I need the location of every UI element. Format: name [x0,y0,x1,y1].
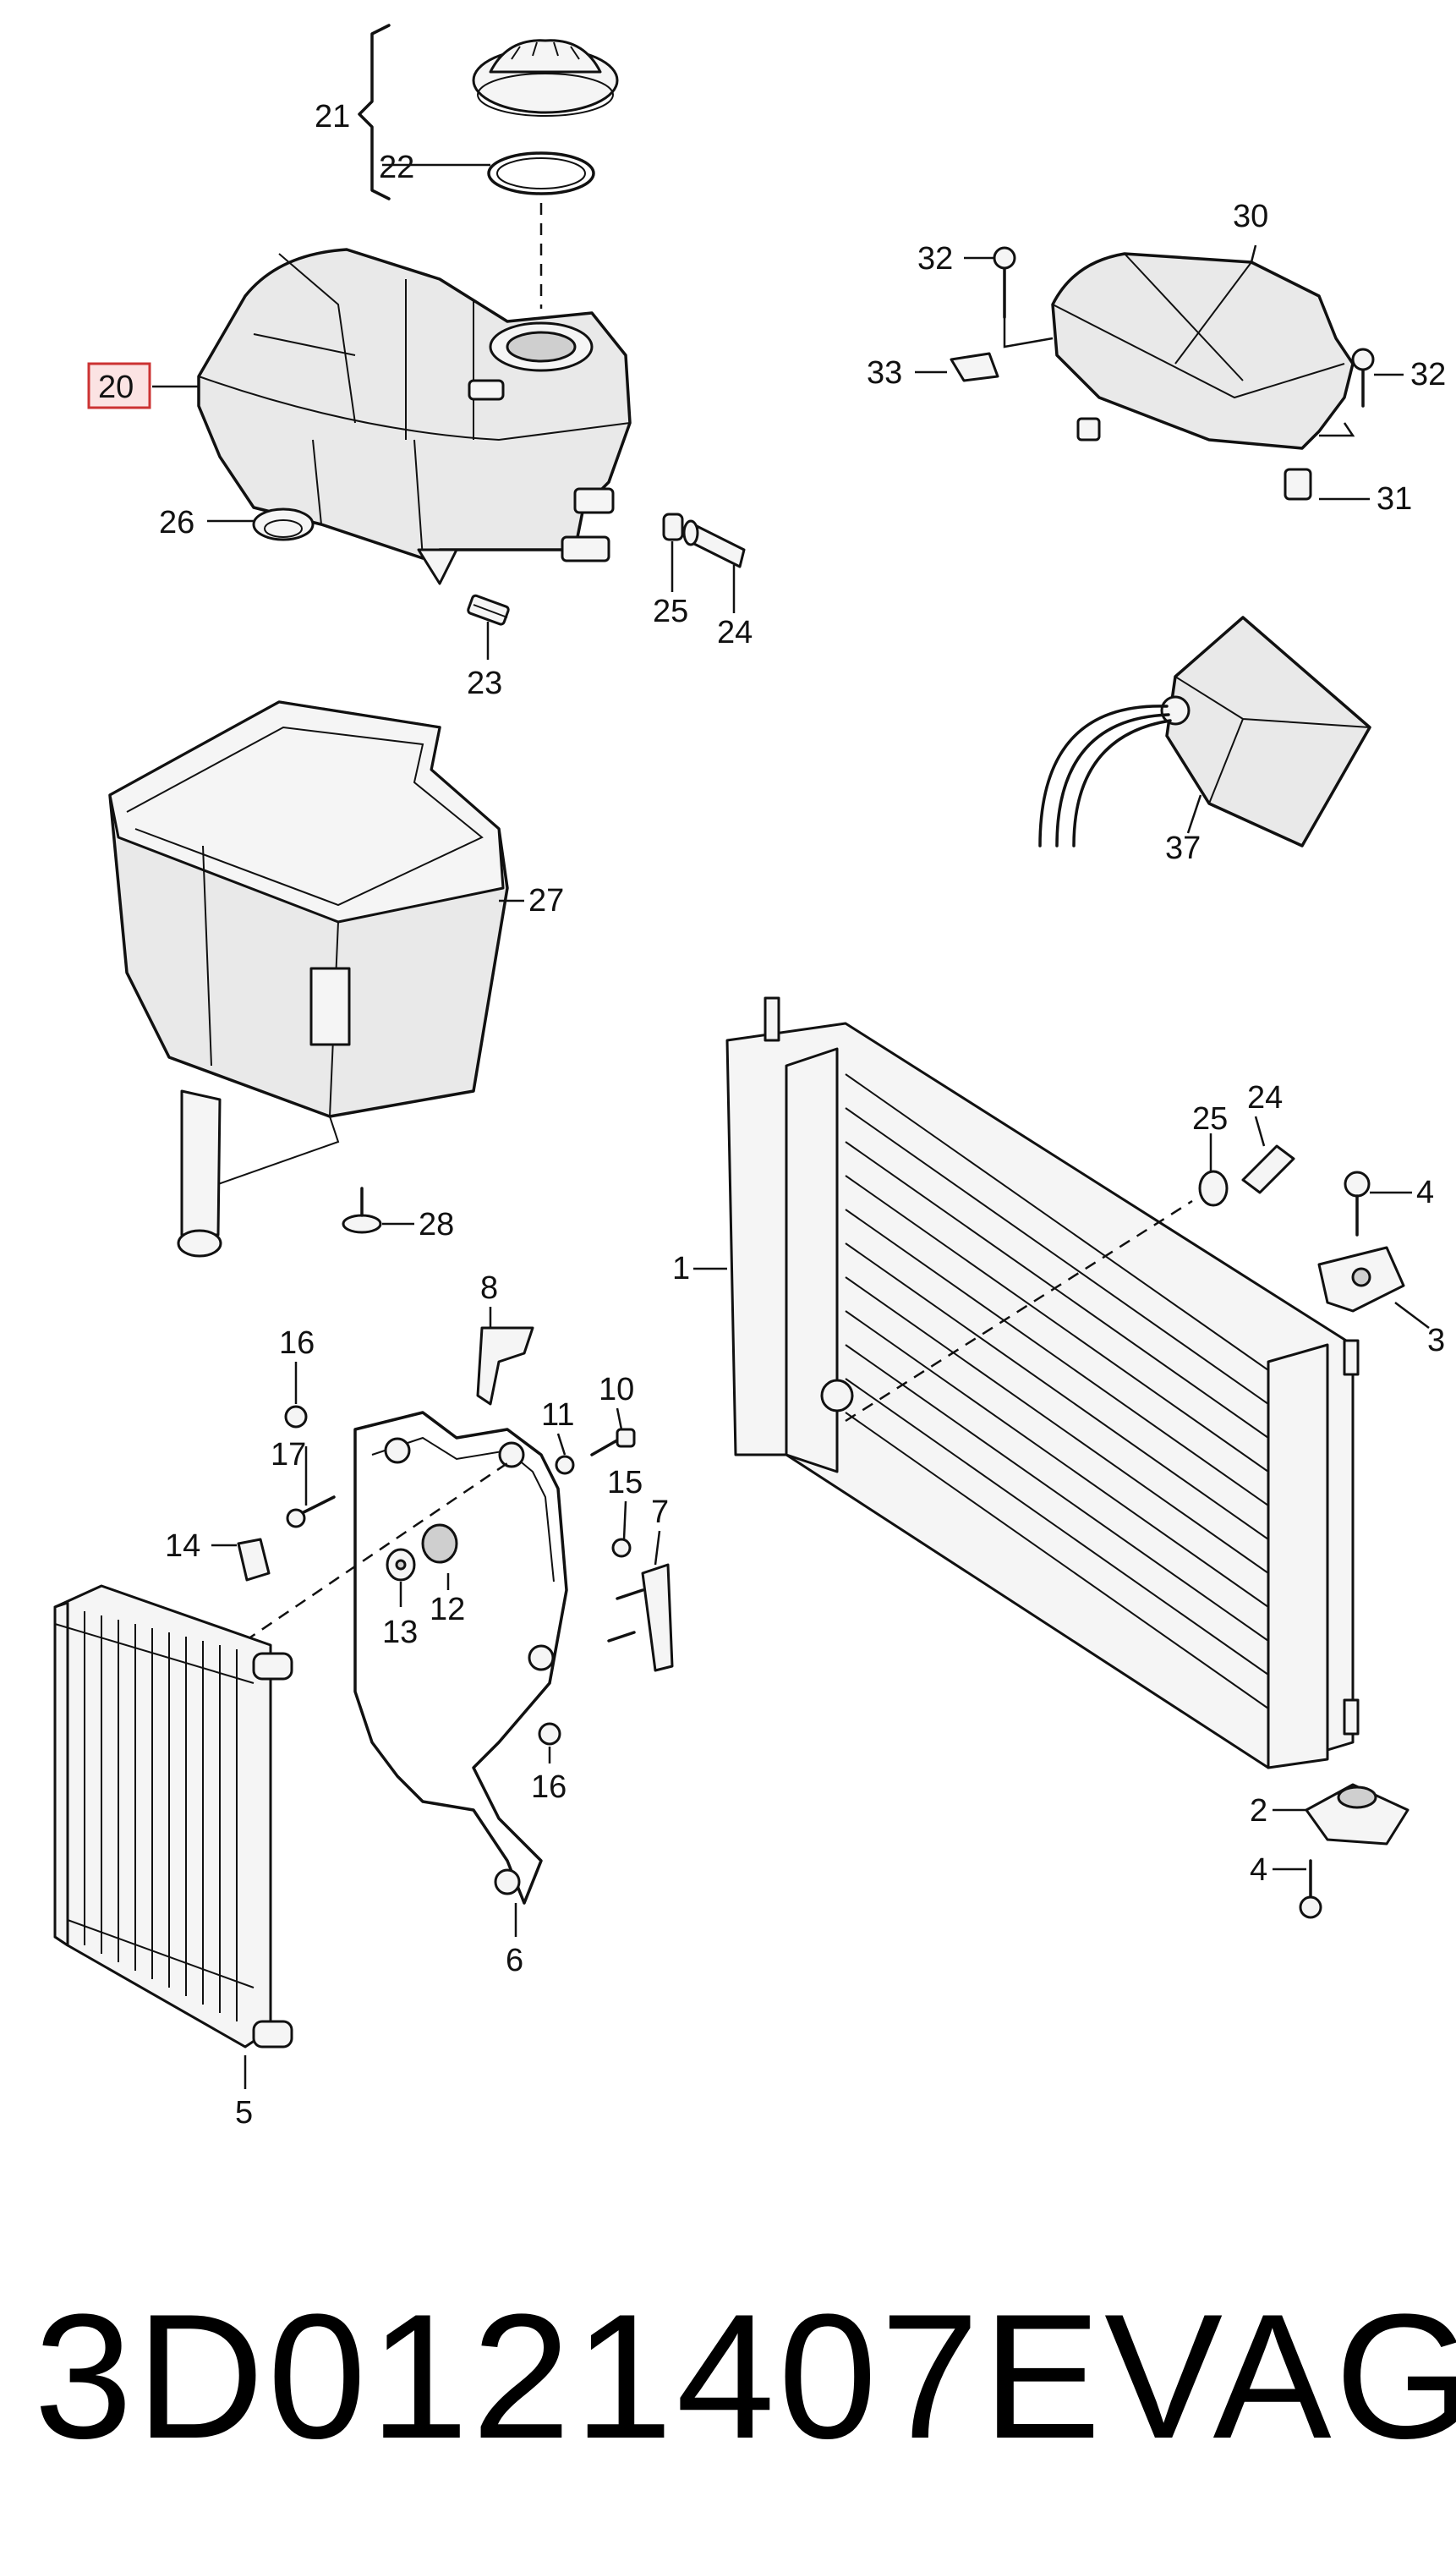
callout-32b: 32 [1410,357,1446,392]
seal-ring-shape [487,151,595,195]
callout-25a: 25 [653,594,688,629]
callout-13: 13 [382,1615,418,1650]
callout-16b: 16 [531,1769,567,1805]
callout-31: 31 [1377,481,1412,517]
callout-30: 30 [1233,199,1268,234]
callout-12: 12 [430,1592,465,1627]
expansion-tank-group [152,24,746,660]
callout-17: 17 [271,1437,306,1473]
filler-cap-shape [472,39,619,117]
callout-4a: 4 [1416,1175,1434,1210]
callout-27: 27 [528,883,564,919]
callout-labels: 20 21 22 26 23 25 24 30 32 33 32 31 37 2… [98,99,1446,2131]
callout-1: 1 [672,1251,690,1286]
reservoir-27-group [108,700,524,1258]
callout-2: 2 [1250,1793,1267,1829]
callout-8: 8 [480,1270,498,1306]
callout-7: 7 [651,1495,669,1530]
callout-5: 5 [235,2095,253,2131]
callout-23: 23 [467,666,502,701]
callout-21: 21 [315,99,350,134]
sensor-37-group [1038,616,1371,847]
callout-14: 14 [165,1528,200,1564]
callout-4b: 4 [1250,1852,1267,1888]
callout-15: 15 [607,1465,643,1500]
radiator-1-group [693,996,1430,1919]
callout-26: 26 [159,505,194,540]
callout-3: 3 [1427,1323,1445,1358]
callout-10: 10 [599,1372,634,1407]
bolt-23-shape [467,594,510,626]
callout-25b: 25 [1192,1101,1228,1137]
part-number-row: 3D0121407E VAG [34,2250,1456,2504]
callout-24b: 24 [1247,1080,1283,1116]
bracket-6-group [211,1307,674,1937]
callout-6: 6 [506,1943,523,1978]
callout-33: 33 [867,355,902,391]
brand-name: VAG [1104,2277,1456,2476]
callout-20: 20 [98,370,134,405]
part-number: 3D0121407E [34,2277,1105,2476]
callout-37: 37 [1165,831,1201,866]
callout-20-highlight [87,362,151,409]
tank-30-group [915,244,1404,501]
callout-16a: 16 [279,1325,315,1361]
callout-24a: 24 [717,615,753,650]
heat-exchanger-5-group [53,1584,293,2089]
callout-28: 28 [419,1207,454,1242]
callout-11: 11 [541,1397,574,1433]
callout-32a: 32 [917,241,953,277]
parts-exploded-diagram: 20 21 22 26 23 25 24 30 32 33 32 31 37 2… [53,24,1446,2131]
callout-22: 22 [379,150,414,185]
